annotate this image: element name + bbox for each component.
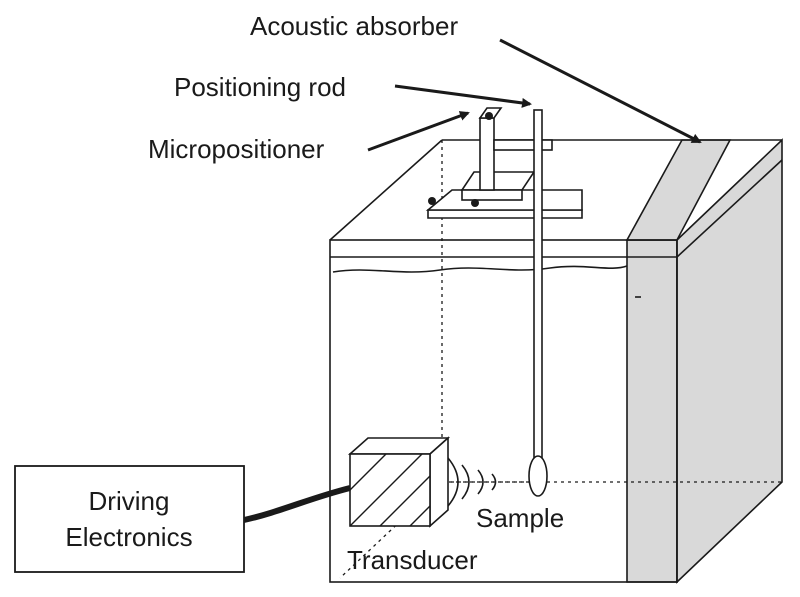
- positioning-rod-label: Positioning rod: [174, 72, 346, 102]
- micropositioner-assembly: [425, 107, 583, 497]
- micropositioner-post: [479, 117, 495, 191]
- positioning-rod: [533, 109, 543, 463]
- micropositioner-crossbar: [493, 139, 553, 151]
- positioning-rod-arrow: [394, 84, 532, 108]
- knob-dot: [471, 199, 479, 207]
- transducer-label: Transducer: [347, 545, 478, 575]
- micropositioner-base-plate: [427, 209, 583, 219]
- tank-front-face: [329, 239, 678, 583]
- knob-dot: [428, 197, 436, 205]
- driving-electronics-box: [14, 465, 245, 573]
- sound-waves: [447, 457, 497, 507]
- driving-electronics-label-line1: Driving: [89, 486, 170, 516]
- driving-electronics-label-line2: Electronics: [65, 522, 192, 552]
- label-arrows: [367, 38, 702, 152]
- sample-shape: [528, 455, 548, 497]
- acoustic-absorber-label: Acoustic absorber: [250, 11, 458, 41]
- water-tank: [329, 138, 783, 584]
- knob-dot: [485, 112, 493, 120]
- sample-label: Sample: [476, 503, 564, 533]
- micropositioner-knobs: [428, 112, 493, 207]
- acoustic-absorber-panel: [626, 239, 678, 583]
- micropositioner-label: Micropositioner: [148, 134, 325, 164]
- micropositioner-slider: [460, 171, 536, 191]
- acoustic-absorber-arrow: [499, 38, 702, 144]
- water-surface-wave: [332, 265, 628, 273]
- electronics-cable: [243, 485, 351, 523]
- transducer: [347, 436, 451, 528]
- micropositioner-arrow: [367, 111, 470, 152]
